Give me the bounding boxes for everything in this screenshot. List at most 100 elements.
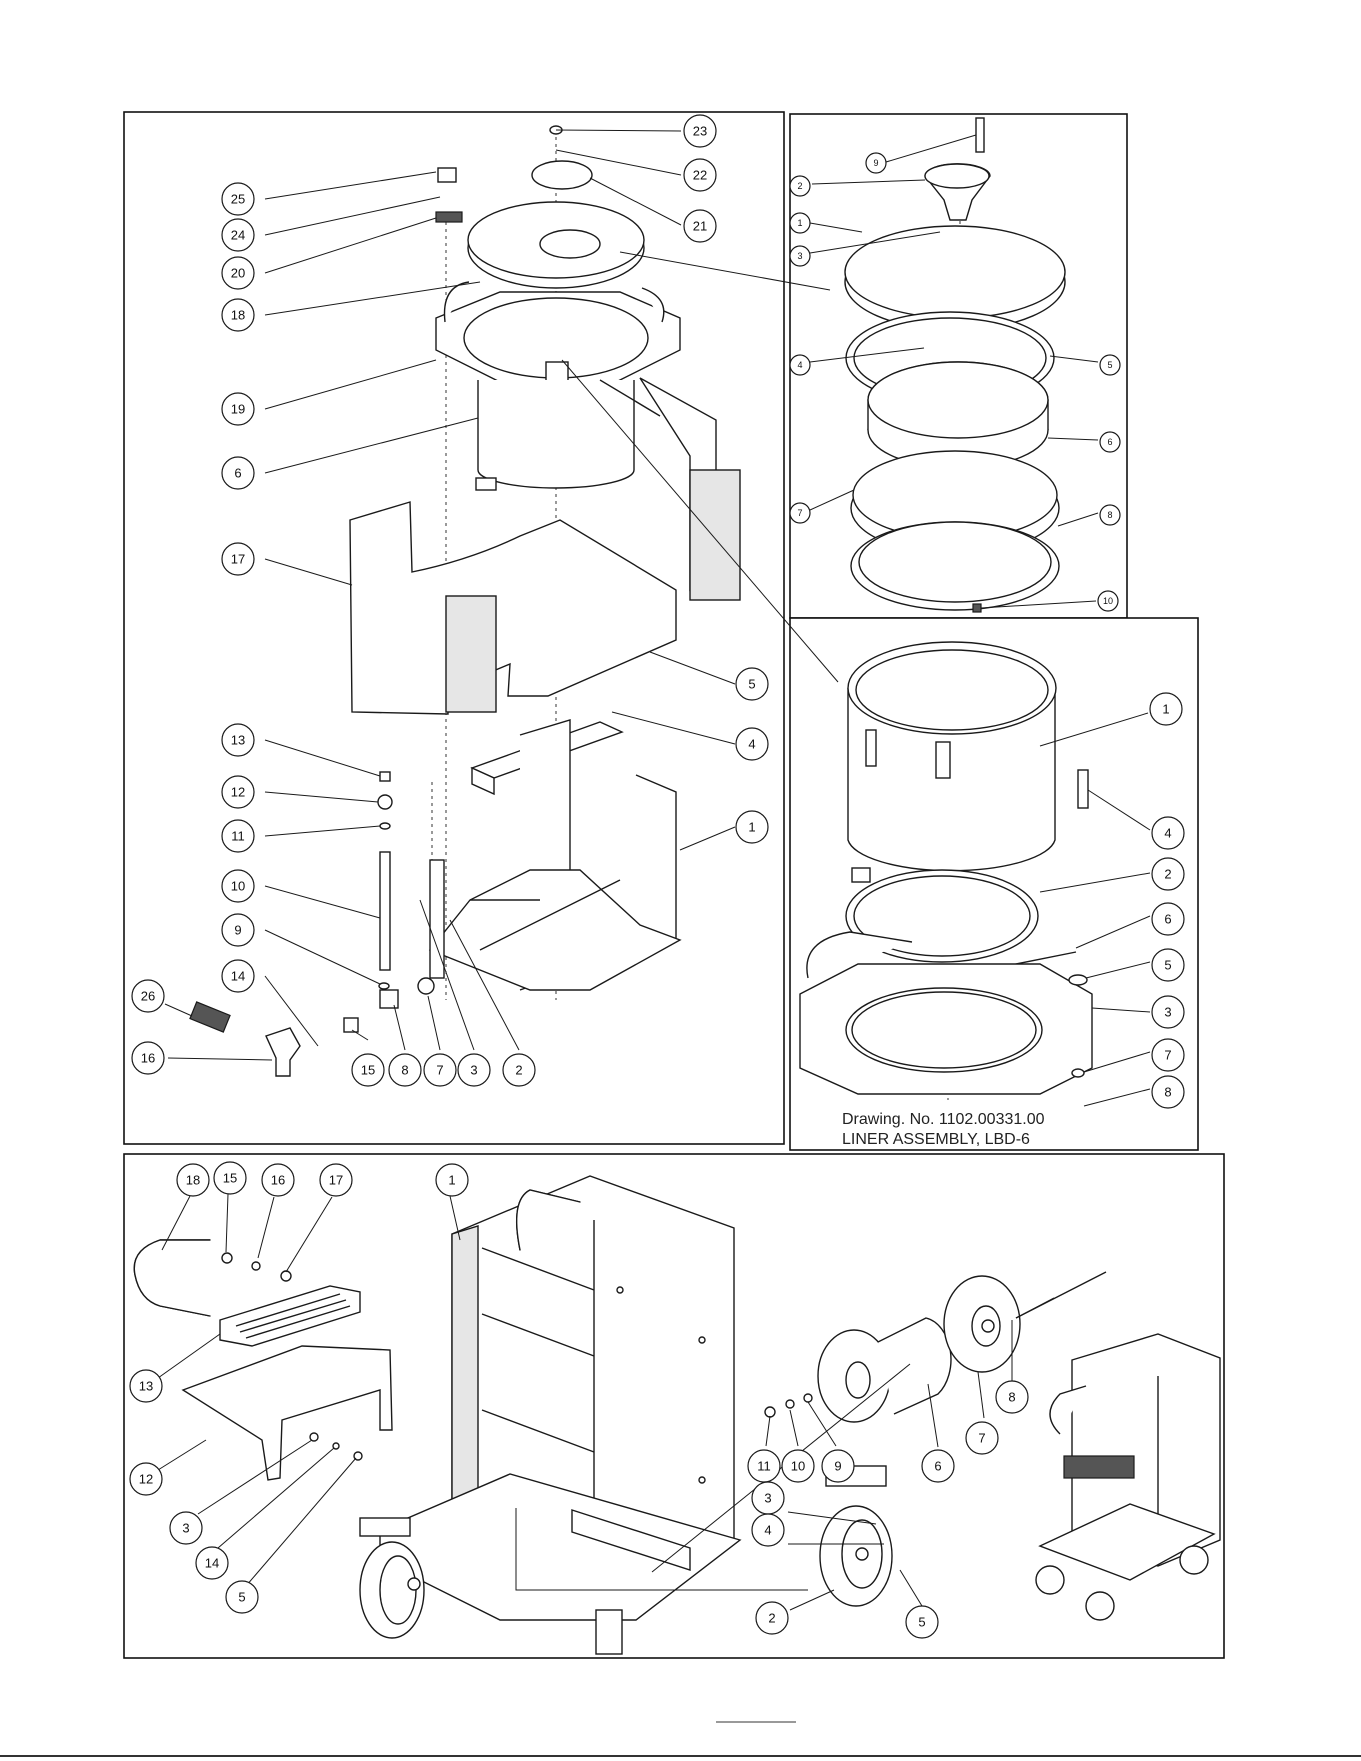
callout-number: 5 xyxy=(1107,360,1112,370)
callout-number: 5 xyxy=(748,677,755,692)
callout-number: 6 xyxy=(934,1459,941,1474)
callout-number: 1 xyxy=(448,1173,455,1188)
callout-upper-right-top-9: 9 xyxy=(866,153,886,173)
callout-bottom-8: 8 xyxy=(996,1381,1028,1413)
callout-number: 5 xyxy=(918,1615,925,1630)
callout-number: 8 xyxy=(1008,1390,1015,1405)
callout-number: 24 xyxy=(231,228,245,243)
callout-number: 7 xyxy=(1164,1048,1171,1063)
callout-upper-left-7: 7 xyxy=(424,1054,456,1086)
callout-number: 18 xyxy=(231,308,245,323)
callout-number: 14 xyxy=(231,969,245,984)
callout-upper-right-top-3: 3 xyxy=(790,246,810,266)
callout-number: 12 xyxy=(139,1472,153,1487)
callout-number: 26 xyxy=(141,989,155,1004)
callout-number: 16 xyxy=(271,1173,285,1188)
callout-upper-left-18: 18 xyxy=(222,299,254,331)
callout-upper-left-2: 2 xyxy=(503,1054,535,1086)
callout-upper-left-26: 26 xyxy=(132,980,164,1012)
callout-number: 25 xyxy=(231,192,245,207)
callout-number: 8 xyxy=(1164,1085,1171,1100)
callout-upper-left-8: 8 xyxy=(389,1054,421,1086)
tap-part xyxy=(380,990,398,1008)
callout-upper-right-top-2: 2 xyxy=(790,176,810,196)
callout-bottom-5: 5 xyxy=(906,1606,938,1638)
callout-bottom-3: 3 xyxy=(752,1482,784,1514)
callout-number: 5 xyxy=(1164,958,1171,973)
callout-upper-left-3: 3 xyxy=(458,1054,490,1086)
callout-number: 3 xyxy=(470,1063,477,1078)
callout-bottom-13: 13 xyxy=(130,1370,162,1402)
callout-number: 4 xyxy=(797,360,802,370)
callout-upper-right-top-7: 7 xyxy=(790,503,810,523)
clamp-part xyxy=(438,168,456,182)
callout-number: 9 xyxy=(234,923,241,938)
callout-upper-right-bottom-3: 3 xyxy=(1152,996,1184,1028)
callout-upper-left-12: 12 xyxy=(222,776,254,808)
washer-part xyxy=(378,795,392,809)
callout-upper-right-top-4: 4 xyxy=(790,355,810,375)
callout-upper-left-20: 20 xyxy=(222,257,254,289)
callout-bottom-3: 3 xyxy=(170,1512,202,1544)
callout-number: 15 xyxy=(223,1171,237,1186)
callout-bottom-9: 9 xyxy=(822,1450,854,1482)
callout-bottom-16: 16 xyxy=(262,1164,294,1196)
callout-upper-left-1: 1 xyxy=(736,811,768,843)
callout-number: 12 xyxy=(231,785,245,800)
callout-number: 6 xyxy=(234,466,241,481)
drum-part xyxy=(478,380,634,488)
callout-upper-left-15: 15 xyxy=(352,1054,384,1086)
callout-number: 4 xyxy=(1164,826,1171,841)
callout-bottom-14: 14 xyxy=(196,1547,228,1579)
callout-bottom-4: 4 xyxy=(752,1514,784,1546)
callout-number: 23 xyxy=(693,124,707,139)
callout-number: 7 xyxy=(436,1063,443,1078)
callout-number: 22 xyxy=(693,168,707,183)
callout-bottom-2: 2 xyxy=(756,1602,788,1634)
callout-number: 13 xyxy=(231,733,245,748)
callout-upper-left-14: 14 xyxy=(222,960,254,992)
callout-upper-left-11: 11 xyxy=(222,820,254,852)
latch-part xyxy=(436,212,462,222)
callout-bottom-12: 12 xyxy=(130,1463,162,1495)
callout-number: 15 xyxy=(361,1063,375,1078)
callout-number: 1 xyxy=(1162,702,1169,717)
callout-upper-right-bottom-7: 7 xyxy=(1152,1039,1184,1071)
callout-bottom-6: 6 xyxy=(922,1450,954,1482)
callout-number: 11 xyxy=(231,829,245,844)
lid-cap-part xyxy=(532,161,592,189)
callout-upper-right-bottom-8: 8 xyxy=(1152,1076,1184,1108)
callout-bottom-1: 1 xyxy=(436,1164,468,1196)
callout-number: 10 xyxy=(1103,596,1113,606)
callout-number: 1 xyxy=(797,218,802,228)
callout-upper-right-top-1: 1 xyxy=(790,213,810,233)
callout-number: 17 xyxy=(329,1173,343,1188)
callout-bottom-11: 11 xyxy=(748,1450,780,1482)
callout-number: 2 xyxy=(797,181,802,191)
callout-number: 7 xyxy=(797,508,802,518)
callout-number: 4 xyxy=(764,1523,771,1538)
callout-number: 6 xyxy=(1164,912,1171,927)
callout-number: 6 xyxy=(1107,437,1112,447)
callout-upper-right-bottom-2: 2 xyxy=(1152,858,1184,890)
callout-upper-left-24: 24 xyxy=(222,219,254,251)
callout-bottom-5: 5 xyxy=(226,1581,258,1613)
callout-number: 20 xyxy=(231,266,245,281)
callout-upper-left-17: 17 xyxy=(222,543,254,575)
callout-upper-left-9: 9 xyxy=(222,914,254,946)
callout-number: 1 xyxy=(748,820,755,835)
callout-upper-right-bottom-6: 6 xyxy=(1152,903,1184,935)
callout-upper-left-23: 23 xyxy=(684,115,716,147)
rod-part xyxy=(380,852,390,970)
callout-upper-right-top-5: 5 xyxy=(1100,355,1120,375)
callout-number: 2 xyxy=(515,1063,522,1078)
callout-upper-right-top-10: 10 xyxy=(1098,591,1118,611)
callout-number: 3 xyxy=(1164,1005,1171,1020)
liner-tab-part xyxy=(1078,770,1088,808)
callout-upper-right-bottom-5: 5 xyxy=(1152,949,1184,981)
callout-number: 17 xyxy=(231,552,245,567)
callout-number: 21 xyxy=(693,219,707,234)
callout-upper-left-10: 10 xyxy=(222,870,254,902)
callout-bottom-10: 10 xyxy=(782,1450,814,1482)
callout-upper-left-4: 4 xyxy=(736,728,768,760)
